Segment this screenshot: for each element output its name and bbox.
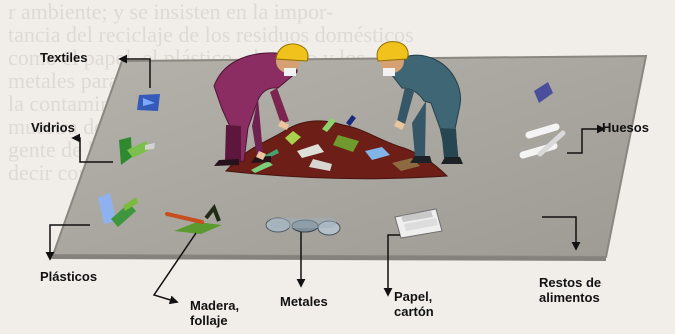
textiles-label: Textiles — [40, 50, 87, 65]
vidrios-label: Vidrios — [31, 120, 75, 135]
restos-label: Restos de alimentos — [539, 275, 631, 305]
huesos-label: Huesos — [602, 120, 649, 135]
plasticos-label: Plásticos — [40, 269, 97, 284]
papel-label: Papel, cartón — [394, 289, 464, 319]
textiles-item-icon — [137, 94, 160, 111]
madera-label: Madera, follaje — [190, 298, 265, 328]
metales-label: Metales — [280, 294, 328, 309]
